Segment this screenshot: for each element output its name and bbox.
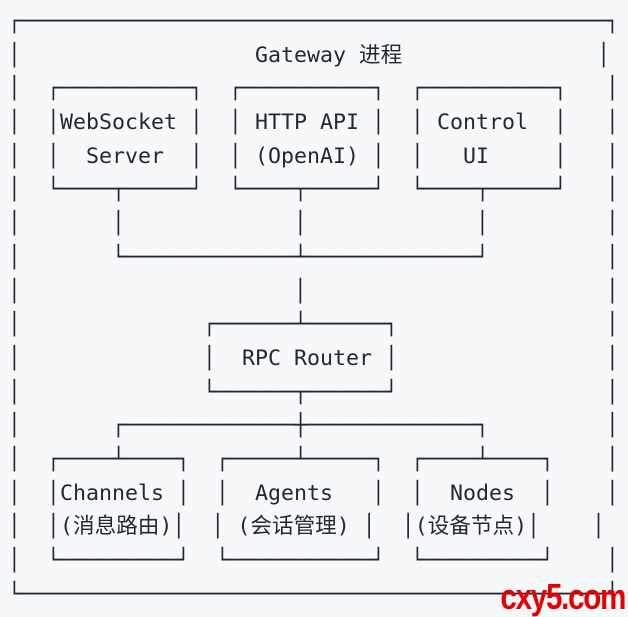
diagram-line-7: │ └─────────────┴─────────────┘ │	[8, 244, 620, 270]
diagram-line-6: │ │ │ │ │	[8, 211, 620, 237]
diagram-line-16: │ └─────────┘ └───────────┘ └─────────┘ …	[8, 548, 620, 573]
diagram-line-4: │ │ Server │ │ (OpenAI) │ │ UI │ │	[8, 143, 620, 169]
diagram-line-12: │ ┌─────────────┼─────────────┐ │	[8, 413, 620, 439]
diagram-line-17: └───────────────────────────────────────…	[8, 581, 620, 607]
diagram-line-13: │ ┌────┴────┐ ┌─────┴─────┐ ┌────┴────┐ …	[8, 446, 620, 472]
diagram-line-3: │ │WebSocket │ │ HTTP API │ │ Control │ …	[8, 110, 620, 136]
diagram-line-15: │ │(消息路由)│ │ (会话管理) │ │(设备节点)│ │	[8, 514, 606, 540]
diagram-line-2: │ ┌──────────┐ ┌──────────┐ ┌──────────┐…	[8, 76, 620, 102]
diagram-line-5: │ └────┬─────┘ └────┬─────┘ └────┬─────┘…	[8, 177, 620, 203]
watermark-cxy5: cxy5.com	[500, 576, 626, 617]
diagram-line-1: │ Gateway 进程 │	[8, 42, 611, 68]
diagram-line-9: │ ┌──────┴──────┐ │	[8, 312, 620, 338]
ascii-architecture-diagram: ┌───────────────────────────────────────…	[8, 5, 619, 611]
diagram-line-8: │ │ │	[8, 278, 620, 304]
diagram-line-14: │ │Channels │ │ Agents │ │ Nodes │ │	[8, 480, 620, 506]
diagram-line-11: │ └──────┬──────┘ │	[8, 379, 620, 405]
diagram-line-0: ┌───────────────────────────────────────…	[8, 9, 620, 34]
diagram-line-10: │ │ RPC Router │ │	[8, 345, 620, 371]
